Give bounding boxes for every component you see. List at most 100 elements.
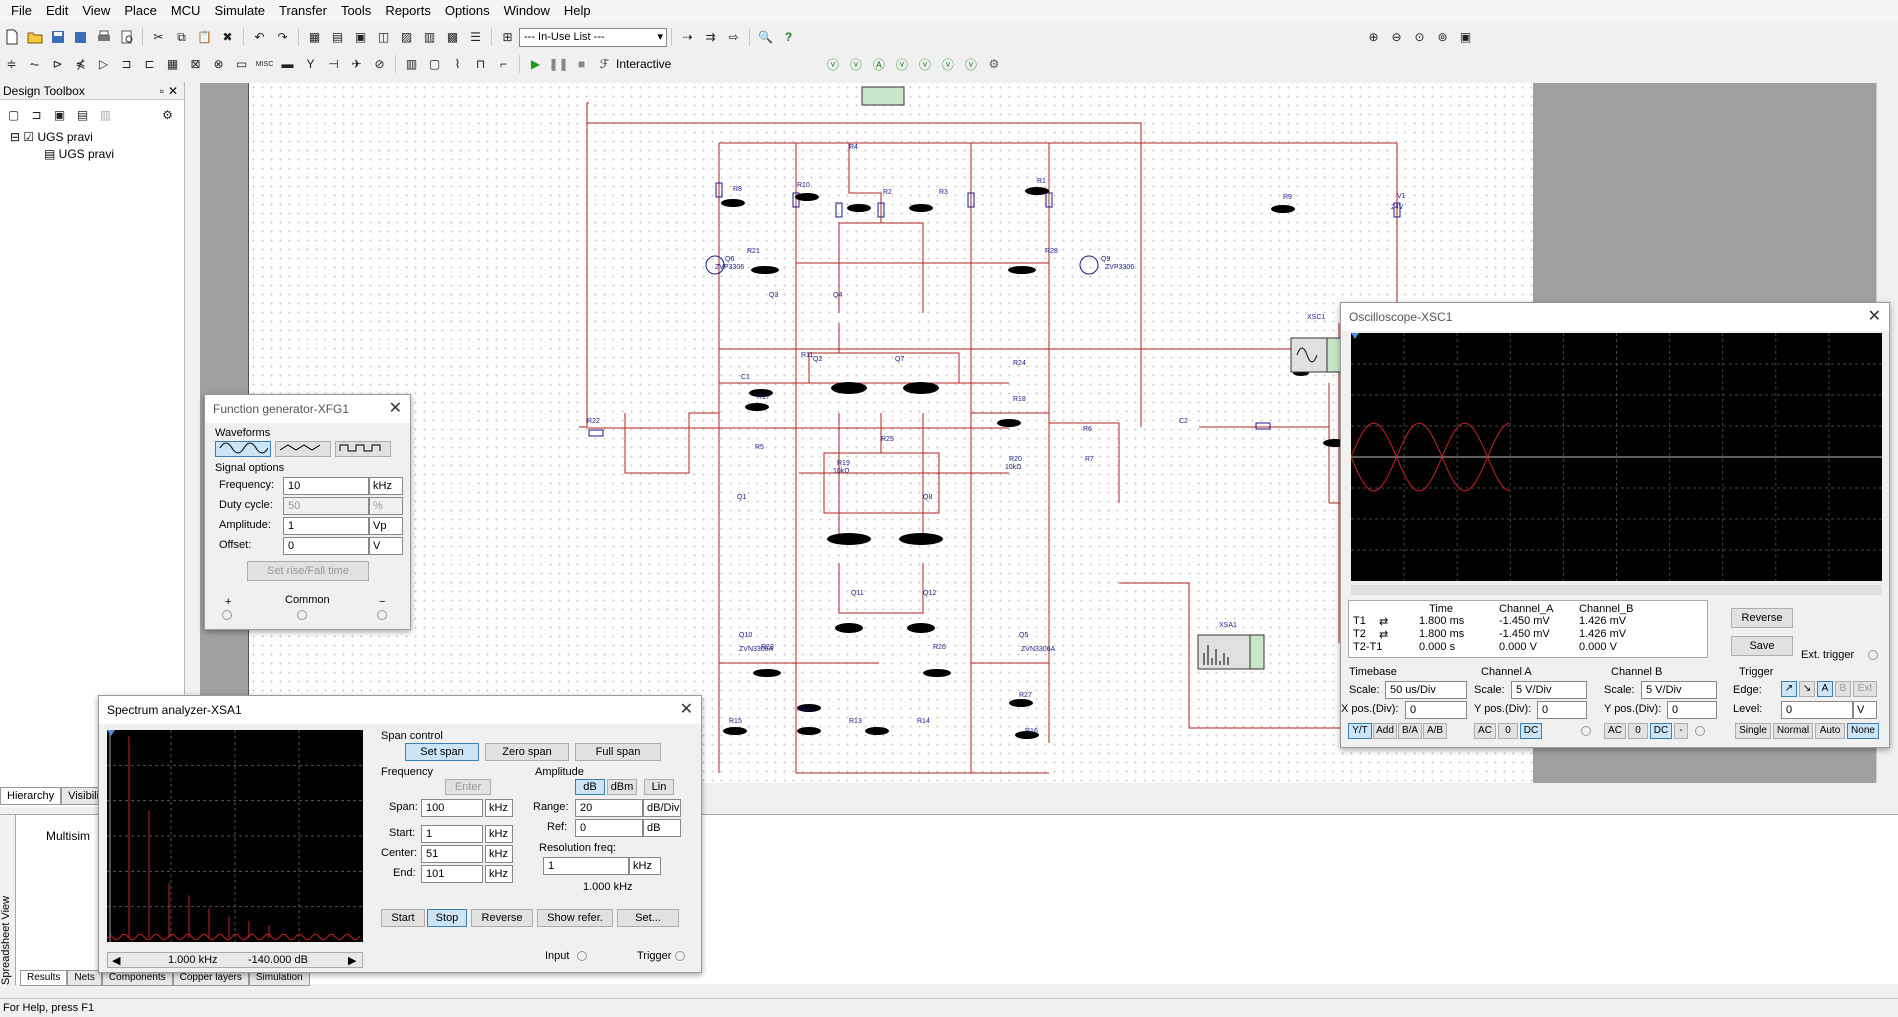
menu-tools[interactable]: Tools <box>340 3 372 18</box>
save-all-icon[interactable] <box>70 27 91 48</box>
database-icon[interactable]: ▣ <box>354 30 367 44</box>
hierarchical-block-icon[interactable]: ▥ <box>405 57 418 71</box>
grapher-icon[interactable]: ▨ <box>400 30 413 44</box>
probe-ref-icon[interactable]: ⓥ <box>918 57 931 72</box>
normal-button[interactable]: Normal <box>1773 723 1813 739</box>
channel-b-ypos-input[interactable]: 0 <box>1667 701 1717 719</box>
pause-icon[interactable]: ❚❚ <box>548 57 569 71</box>
probe-current-icon[interactable]: ⓥ <box>849 57 862 72</box>
channel-a-terminal-icon[interactable] <box>1581 726 1591 736</box>
single-button[interactable]: Single <box>1735 723 1771 739</box>
scope-scrollbar[interactable] <box>1351 585 1882 595</box>
settings-icon[interactable]: ⚙ <box>162 107 173 122</box>
zoom-in-icon[interactable]: ⊕ <box>1368 30 1379 44</box>
find-icon[interactable]: 🔍 <box>758 30 773 44</box>
plus-terminal-icon[interactable] <box>222 610 232 620</box>
print-preview-icon[interactable] <box>116 27 137 48</box>
duty-cycle-unit[interactable]: % <box>369 497 403 515</box>
source-icon[interactable]: ≑ <box>6 57 17 71</box>
interactive-icon[interactable]: ℱ <box>599 57 610 71</box>
yt-button[interactable]: Y/T <box>1348 723 1372 739</box>
transistor-icon[interactable]: ⋠ <box>75 57 86 71</box>
channel-b-dc-button[interactable]: DC <box>1650 723 1672 739</box>
channel-a-scale-input[interactable]: 5 V/Div <box>1511 681 1587 699</box>
inuse-list-icon[interactable]: ⊞ <box>502 30 513 44</box>
trigger-source-ext-button[interactable]: Ext <box>1853 681 1877 697</box>
zoom-sheet-icon[interactable]: ⊚ <box>1437 30 1448 44</box>
mcu-icon[interactable]: ▦ <box>166 57 179 71</box>
basic-icon[interactable]: ⏦ <box>29 56 40 71</box>
ni-icon[interactable]: ✈ <box>351 57 362 71</box>
full-span-button[interactable]: Full span <box>575 743 661 761</box>
component-wizard-icon[interactable]: ◫ <box>377 30 390 44</box>
new-sheet-icon[interactable]: ▤ <box>76 107 89 122</box>
probe-digital-icon[interactable]: ⓥ <box>941 57 954 72</box>
reverse-button[interactable]: Reverse <box>471 909 533 927</box>
cut-icon[interactable]: ✂ <box>153 30 164 44</box>
help-icon[interactable]: ? <box>784 30 793 44</box>
remove-sheet-icon[interactable]: ▥ <box>99 107 112 122</box>
menu-window[interactable]: Window <box>503 3 550 18</box>
zoom-out-icon[interactable]: ⊖ <box>1391 30 1402 44</box>
open-design-icon[interactable]: ⊐ <box>31 107 42 122</box>
cursor-marker-icon[interactable] <box>107 730 115 736</box>
diode-icon[interactable]: ⊳ <box>52 57 63 71</box>
set-rise-fall-button[interactable]: Set rise/Fall time <box>247 561 369 581</box>
amplitude-unit[interactable]: Vp <box>369 517 403 535</box>
duty-cycle-input[interactable]: 50 <box>283 497 369 515</box>
spreadsheet-icon[interactable]: ▤ <box>331 30 344 44</box>
channel-a-zero-button[interactable]: 0 <box>1498 723 1518 739</box>
mixed-icon[interactable]: ⊠ <box>190 57 201 71</box>
channel-b-terminal-icon[interactable] <box>1695 726 1705 736</box>
tree-item-sheet[interactable]: ▤ UGS pravi <box>44 147 115 161</box>
analog-icon[interactable]: ▷ <box>98 57 109 71</box>
t2-arrows-icon[interactable]: ⇄ <box>1379 629 1389 641</box>
ref-input[interactable]: 0 <box>575 819 643 837</box>
level-input[interactable]: 0 <box>1781 701 1853 719</box>
open-icon[interactable] <box>24 27 45 48</box>
channel-b-minus-button[interactable]: - <box>1674 723 1688 739</box>
set-span-button[interactable]: Set span <box>405 743 479 761</box>
cmos-icon[interactable]: ⊏ <box>144 57 155 71</box>
new-icon[interactable] <box>1 27 22 48</box>
rising-edge-button[interactable]: ↗ <box>1781 681 1797 697</box>
close-icon[interactable]: ✕ <box>679 701 693 718</box>
tab-nets[interactable]: Nets <box>67 970 102 986</box>
channel-a-dc-button[interactable]: DC <box>1520 723 1542 739</box>
probe-power-icon[interactable]: Ⓐ <box>872 57 885 72</box>
menu-simulate[interactable]: Simulate <box>214 3 266 18</box>
triangle-wave-button[interactable] <box>275 441 331 457</box>
paste-icon[interactable]: 📋 <box>197 30 212 44</box>
inuse-list-select[interactable]: --- In-Use List ---▾ <box>519 27 667 47</box>
channel-a-ypos-input[interactable]: 0 <box>1537 701 1587 719</box>
erc-icon[interactable]: ▩ <box>446 30 459 44</box>
save-design-icon[interactable]: ▣ <box>53 107 66 122</box>
probe-settings-icon[interactable]: ⚙ <box>988 57 1000 71</box>
list-icon[interactable]: ☰ <box>470 30 481 44</box>
probe-voltage-icon[interactable]: ⓥ <box>826 57 839 72</box>
amplitude-input[interactable]: 1 <box>283 517 369 535</box>
falling-edge-button[interactable]: ↘ <box>1799 681 1815 697</box>
cursor-marker-icon[interactable] <box>1351 333 1359 339</box>
close-icon[interactable]: ✕ <box>167 84 178 98</box>
copy-icon[interactable]: ⧉ <box>177 29 186 44</box>
channel-b-scale-input[interactable]: 5 V/Div <box>1641 681 1717 699</box>
transfer-icon[interactable]: ⇨ <box>728 30 739 44</box>
square-wave-button[interactable] <box>335 441 391 457</box>
cursor-right-icon[interactable]: ▶ <box>348 955 357 967</box>
cursor-left-icon[interactable]: ◀ <box>112 955 121 967</box>
pin-icon[interactable]: ▫ <box>159 84 164 98</box>
place-line-icon[interactable]: ⌐ <box>499 57 507 71</box>
rf-icon[interactable]: Y <box>306 57 315 71</box>
wire-icon[interactable]: ⊓ <box>475 57 486 71</box>
connector-icon[interactable]: ⊘ <box>374 57 385 71</box>
menu-mcu[interactable]: MCU <box>170 3 201 18</box>
range-input[interactable]: 20 <box>575 799 643 817</box>
input-terminal-icon[interactable] <box>577 951 587 961</box>
misc-icon[interactable]: MISC <box>255 60 274 68</box>
end-input[interactable]: 101 <box>421 865 483 883</box>
reverse-button[interactable]: Reverse <box>1731 608 1793 628</box>
zero-span-button[interactable]: Zero span <box>485 743 569 761</box>
instrument-xsa1[interactable] <box>1197 634 1265 670</box>
